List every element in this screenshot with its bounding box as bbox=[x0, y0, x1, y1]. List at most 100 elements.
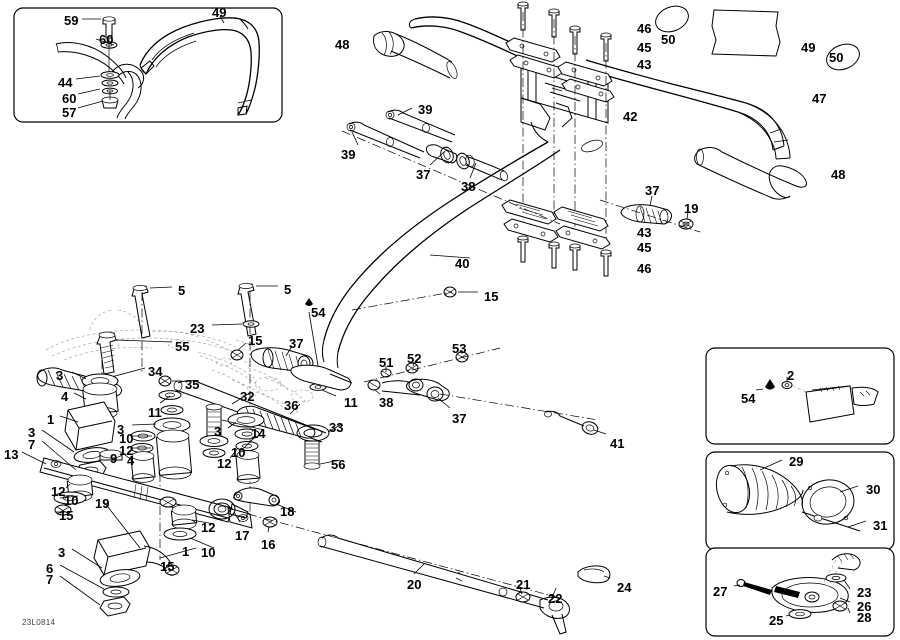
callout-3: 3 bbox=[117, 422, 125, 437]
callout-1: 1 bbox=[47, 412, 55, 427]
upper-linkage bbox=[341, 107, 561, 225]
callout-29: 29 bbox=[789, 454, 804, 469]
callout-52: 52 bbox=[407, 351, 422, 366]
lower-left-assembly bbox=[21, 360, 265, 617]
inset-right-lower-panel bbox=[705, 547, 895, 637]
callout-5: 5 bbox=[178, 283, 186, 298]
callout-37: 37 bbox=[645, 183, 660, 198]
callout-47: 47 bbox=[812, 91, 827, 106]
callout-42: 42 bbox=[623, 109, 638, 124]
callout-25: 25 bbox=[769, 613, 784, 628]
callout-12: 12 bbox=[51, 484, 66, 499]
callout-18: 18 bbox=[280, 504, 295, 519]
callout-24: 24 bbox=[617, 580, 632, 595]
callout-10: 10 bbox=[201, 545, 216, 560]
callout-12: 12 bbox=[201, 520, 216, 535]
callout-48: 48 bbox=[831, 167, 846, 182]
callout-60: 60 bbox=[62, 91, 77, 106]
callout-39: 39 bbox=[418, 102, 433, 117]
callout-38: 38 bbox=[379, 395, 394, 410]
callout-50: 50 bbox=[661, 32, 676, 47]
right-linkage bbox=[351, 286, 607, 435]
callout-1: 1 bbox=[182, 544, 190, 559]
callout-46: 46 bbox=[637, 21, 652, 36]
callout-14: 14 bbox=[251, 426, 266, 441]
callout-45: 45 bbox=[637, 40, 652, 55]
callout-17: 17 bbox=[235, 528, 250, 543]
callout-46: 46 bbox=[637, 261, 652, 276]
inset-right-upper-panel bbox=[705, 347, 895, 445]
callout-45: 45 bbox=[637, 240, 652, 255]
callout-54: 54 bbox=[741, 391, 756, 406]
callout-59: 59 bbox=[64, 13, 79, 28]
callout-13: 13 bbox=[4, 447, 19, 462]
callout-3: 3 bbox=[28, 425, 36, 440]
callout-3: 3 bbox=[214, 424, 222, 439]
sleeve-37-right bbox=[599, 195, 701, 233]
callout-16: 16 bbox=[261, 537, 276, 552]
callout-34: 34 bbox=[148, 364, 163, 379]
callout-19: 19 bbox=[684, 201, 699, 216]
callout-27: 27 bbox=[713, 584, 728, 599]
callout-43: 43 bbox=[637, 57, 652, 72]
callout-6: 6 bbox=[46, 561, 54, 576]
callout-51: 51 bbox=[379, 355, 394, 370]
callout-54: 54 bbox=[311, 305, 326, 320]
callout-3: 3 bbox=[56, 368, 64, 383]
callout-48: 48 bbox=[335, 37, 350, 52]
callout-28: 28 bbox=[857, 610, 872, 625]
sheet-code: 23L0814 bbox=[22, 618, 56, 627]
callout-43: 43 bbox=[637, 225, 652, 240]
callout-3: 3 bbox=[58, 545, 66, 560]
handlebar-assembly bbox=[322, 1, 785, 369]
callout-32: 32 bbox=[240, 389, 255, 404]
callout-4: 4 bbox=[127, 453, 135, 468]
callout-37: 37 bbox=[452, 411, 467, 426]
callout-55: 55 bbox=[175, 339, 190, 354]
callout-12: 12 bbox=[119, 443, 134, 458]
inset-top-left-panel bbox=[13, 7, 283, 123]
callout-2: 2 bbox=[787, 368, 795, 383]
callout-15: 15 bbox=[59, 508, 74, 523]
callout-23: 23 bbox=[857, 585, 872, 600]
callout-10: 10 bbox=[64, 493, 79, 508]
callout-11: 11 bbox=[344, 395, 358, 410]
callout-44: 44 bbox=[58, 75, 73, 90]
callout-50: 50 bbox=[829, 50, 844, 65]
callout-11: 11 bbox=[148, 405, 162, 420]
callout-9: 9 bbox=[110, 451, 118, 466]
callout-39: 39 bbox=[341, 147, 356, 162]
callout-41: 41 bbox=[610, 436, 625, 451]
callout-37: 37 bbox=[416, 167, 431, 182]
inset-right-middle-panel bbox=[705, 451, 895, 551]
callout-57: 57 bbox=[62, 105, 77, 120]
callout-15: 15 bbox=[484, 289, 499, 304]
callout-53: 53 bbox=[452, 341, 467, 356]
callout-40: 40 bbox=[455, 256, 470, 271]
callout-15: 15 bbox=[160, 559, 175, 574]
callout-30: 30 bbox=[866, 482, 881, 497]
clamp-lower-left bbox=[501, 199, 560, 269]
callout-38: 38 bbox=[461, 179, 476, 194]
callout-21: 21 bbox=[516, 577, 531, 592]
callout-33: 33 bbox=[329, 420, 344, 435]
callout-10: 10 bbox=[119, 431, 134, 446]
callout-7: 7 bbox=[46, 572, 54, 587]
tie-rod-assembly bbox=[208, 487, 611, 635]
callout-19: 19 bbox=[95, 496, 110, 511]
callout-4: 4 bbox=[61, 389, 69, 404]
callout-26: 26 bbox=[857, 599, 872, 614]
callout-56: 56 bbox=[331, 457, 346, 472]
callout-20: 20 bbox=[407, 577, 422, 592]
callout-15: 15 bbox=[248, 333, 263, 348]
callout-49: 49 bbox=[801, 40, 816, 55]
clamp-upper-right bbox=[557, 25, 615, 243]
callout-36: 36 bbox=[284, 398, 299, 413]
callout-37: 37 bbox=[289, 336, 304, 351]
callout-60: 60 bbox=[99, 32, 114, 47]
grips-and-covers bbox=[373, 5, 860, 200]
callout-31: 31 bbox=[873, 518, 888, 533]
callout-5: 5 bbox=[284, 282, 292, 297]
